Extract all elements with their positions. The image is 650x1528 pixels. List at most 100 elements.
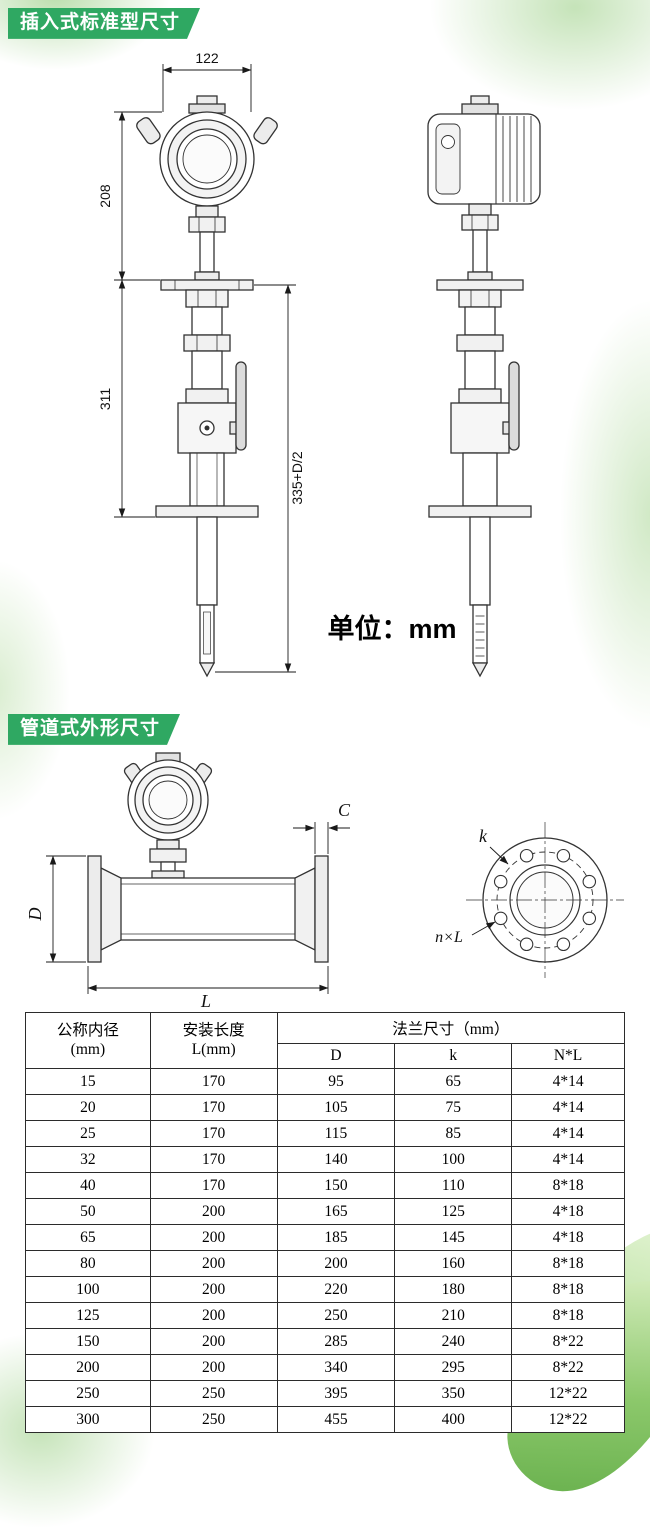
table-cell: 170 xyxy=(149,1120,278,1147)
pipeline-dimension-labels: D L C xyxy=(25,800,351,1008)
table-cell: 140 xyxy=(276,1146,396,1173)
table-cell: 350 xyxy=(394,1380,513,1407)
table-cell: 8*18 xyxy=(511,1302,625,1329)
table-cell: 340 xyxy=(276,1354,396,1381)
table-cell: 50 xyxy=(25,1198,151,1225)
table-cell: 115 xyxy=(276,1120,396,1147)
insertion-side-view xyxy=(427,95,541,678)
section-title-insertion: 插入式标准型尺寸 xyxy=(20,12,181,33)
insertion-dimension-lines xyxy=(114,64,296,673)
section-badge-pipeline: 管道式外形尺寸 xyxy=(8,714,180,745)
table-cell: 85 xyxy=(394,1120,513,1147)
table-cell: 185 xyxy=(276,1224,396,1251)
dim-flange-od-label: D xyxy=(25,908,45,922)
table-cell: 145 xyxy=(394,1224,513,1251)
table-cell: 8*18 xyxy=(511,1250,625,1277)
col-header-nominal-diameter-line2: (mm) xyxy=(70,1040,106,1058)
table-cell: 20 xyxy=(25,1094,151,1121)
table-cell: 100 xyxy=(394,1146,513,1173)
table-cell: 250 xyxy=(149,1380,278,1407)
table-cell: 160 xyxy=(394,1250,513,1277)
table-cell: 75 xyxy=(394,1094,513,1121)
table-cell: 200 xyxy=(276,1250,396,1277)
flange-dimension-labels: k n×L xyxy=(435,826,509,946)
table-cell: 200 xyxy=(149,1302,278,1329)
section-badge-insertion: 插入式标准型尺寸 xyxy=(8,8,200,39)
col-header-nominal-diameter-line1: 公称内径 xyxy=(56,1021,119,1039)
col-header-flange-k: k xyxy=(394,1043,513,1069)
col-header-install-length-line1: 安装长度 xyxy=(182,1021,245,1039)
table-cell: 15 xyxy=(25,1068,151,1095)
dim-flange-thickness-label: C xyxy=(338,800,351,820)
dim-install-length-label: L xyxy=(200,991,211,1008)
table-cell: 170 xyxy=(149,1172,278,1199)
dim-bolt-holes-label: n×L xyxy=(435,929,463,946)
table-cell: 8*18 xyxy=(511,1172,625,1199)
col-header-install-length: 安装长度 L(mm) xyxy=(149,1012,278,1069)
insertion-dimension-labels: 122 208 311 335+D/2 xyxy=(97,50,305,505)
table-cell: 455 xyxy=(276,1406,396,1433)
col-header-flange-nl: N*L xyxy=(511,1043,625,1069)
table-cell: 170 xyxy=(149,1094,278,1121)
table-cell: 8*22 xyxy=(511,1328,625,1355)
table-cell: 395 xyxy=(276,1380,396,1407)
col-header-nominal-diameter: 公称内径 (mm) xyxy=(25,1012,151,1069)
table-cell: 170 xyxy=(149,1146,278,1173)
table-cell: 240 xyxy=(394,1328,513,1355)
table-cell: 4*14 xyxy=(511,1068,625,1095)
table-cell: 200 xyxy=(149,1250,278,1277)
table-cell: 300 xyxy=(25,1406,151,1433)
table-cell: 40 xyxy=(25,1172,151,1199)
table-cell: 4*18 xyxy=(511,1224,625,1251)
pipeline-side-view xyxy=(87,752,329,963)
table-cell: 105 xyxy=(276,1094,396,1121)
table-cell: 125 xyxy=(25,1302,151,1329)
table-cell: 4*14 xyxy=(511,1146,625,1173)
table-cell: 200 xyxy=(149,1224,278,1251)
table-cell: 4*14 xyxy=(511,1120,625,1147)
table-cell: 8*22 xyxy=(511,1354,625,1381)
col-header-flange-group: 法兰尺寸（mm） xyxy=(276,1012,626,1044)
table-cell: 12*22 xyxy=(511,1380,625,1407)
table-cell: 250 xyxy=(149,1406,278,1433)
table-cell: 200 xyxy=(149,1198,278,1225)
dim-upper-height-label: 208 xyxy=(97,184,113,208)
table-cell: 25 xyxy=(25,1120,151,1147)
table-cell: 110 xyxy=(394,1172,513,1199)
flange-spec-table: 公称内径 (mm) 安装长度 L(mm) 法兰尺寸（mm） D k N*L 15… xyxy=(25,1012,626,1433)
table-cell: 250 xyxy=(25,1380,151,1407)
table-cell: 295 xyxy=(394,1354,513,1381)
table-cell: 12*22 xyxy=(511,1406,625,1433)
table-cell: 4*18 xyxy=(511,1198,625,1225)
dim-insertion-depth-label: 335+D/2 xyxy=(289,451,305,505)
flange-front-view xyxy=(466,822,624,978)
insertion-front-view xyxy=(136,95,278,678)
table-cell: 200 xyxy=(149,1354,278,1381)
dim-mid-height-label: 311 xyxy=(97,388,113,411)
table-cell: 200 xyxy=(25,1354,151,1381)
table-cell: 220 xyxy=(276,1276,396,1303)
table-cell: 65 xyxy=(394,1068,513,1095)
table-cell: 250 xyxy=(276,1302,396,1329)
section-title-pipeline: 管道式外形尺寸 xyxy=(20,718,161,739)
table-cell: 180 xyxy=(394,1276,513,1303)
table-cell: 285 xyxy=(276,1328,396,1355)
pipeline-dimension-lines xyxy=(46,822,350,994)
table-cell: 100 xyxy=(25,1276,151,1303)
table-cell: 400 xyxy=(394,1406,513,1433)
